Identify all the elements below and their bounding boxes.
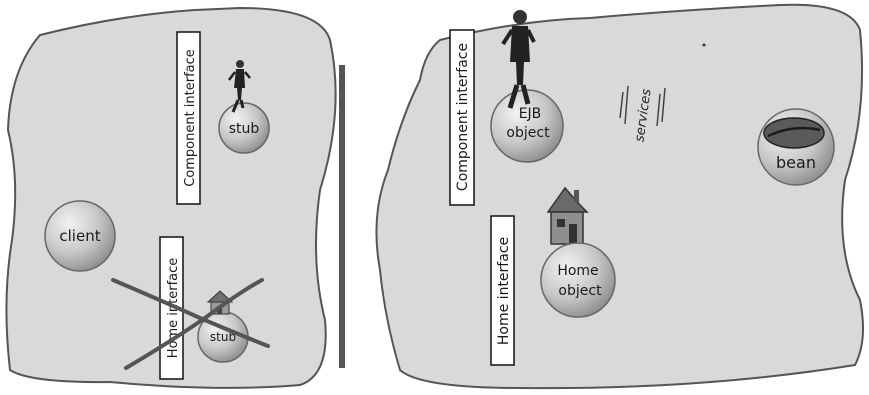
left-component-interface-label: Component interface [177,32,200,204]
client-label: client [59,227,100,245]
svg-text:Home interface: Home interface [496,237,512,345]
right-component-interface-label: Component interface [450,30,474,205]
coffee-bean-icon [764,118,824,148]
home-object-sphere: Home object [541,243,615,317]
bean-sphere: bean [758,109,834,185]
home-object-label-line2: object [558,283,602,299]
client-sphere: client [45,201,115,271]
stub-top-label: stub [229,121,260,137]
home-object-label-line1: Home [557,263,598,279]
bean-label: bean [776,153,816,172]
stub-top-sphere: stub [219,103,269,153]
ejb-object-label-line1: EJB [519,106,542,122]
svg-text:Component interface: Component interface [455,43,471,191]
ejb-object-label-line2: object [506,125,550,141]
right-home-interface-label: Home interface [491,216,514,365]
svg-text:Component interface: Component interface [183,49,198,187]
stray-dot [703,44,706,47]
